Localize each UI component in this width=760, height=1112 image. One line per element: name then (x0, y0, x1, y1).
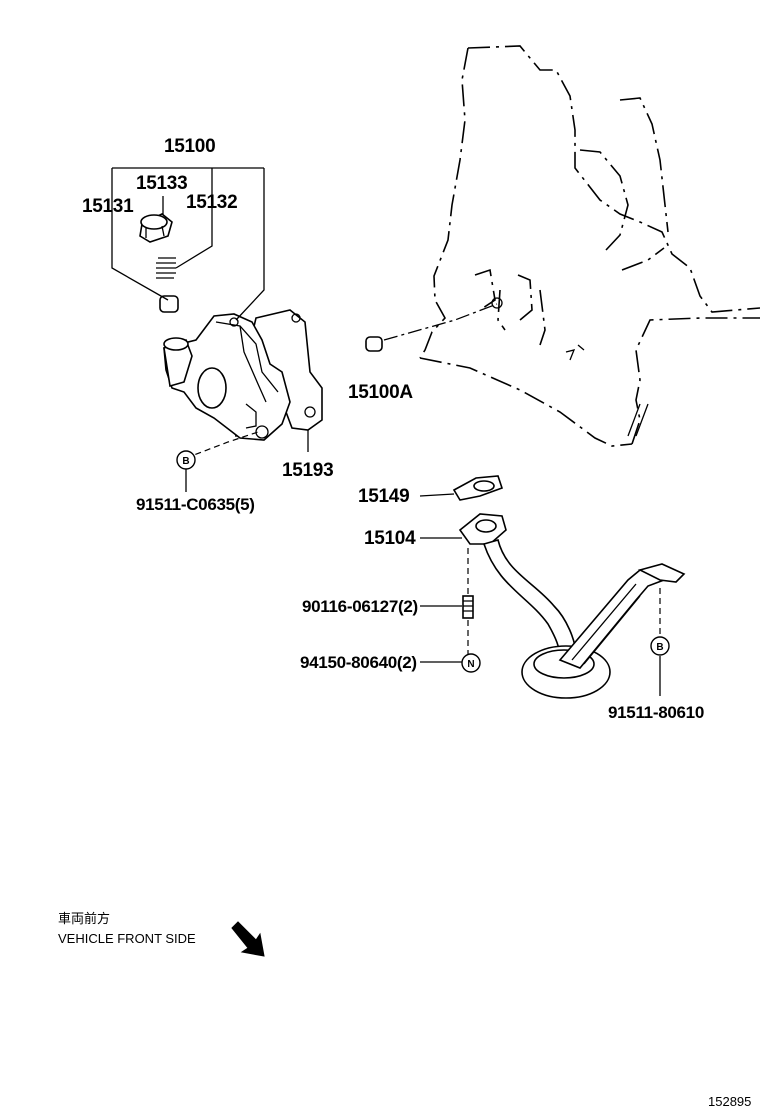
pump-group-leaders (111, 167, 309, 492)
callout-91511-80610: 91511-80610 (608, 703, 704, 722)
callout-15193: 15193 (282, 460, 333, 481)
svg-text:B: B (656, 642, 663, 653)
strainer-group (419, 475, 686, 699)
strainer-bolt-badge: B (650, 636, 670, 656)
svg-text:B: B (182, 456, 189, 467)
pump-bolt-badge: B (176, 450, 196, 470)
callout-15132: 15132 (186, 192, 237, 213)
nut-badge: N (461, 653, 481, 673)
svg-text:N: N (467, 659, 474, 670)
relief-valve-parts (139, 213, 179, 313)
pump-pin-15100a (365, 303, 498, 352)
callout-94150-80640: 94150-80640(2) (300, 653, 417, 672)
callout-91511-c0635: 91511-C0635(5) (136, 495, 255, 514)
callout-15133: 15133 (136, 173, 187, 194)
callout-15131: 15131 (82, 196, 134, 217)
callout-15100a: 15100A (348, 382, 413, 403)
direction-label-en: VEHICLE FRONT SIDE (58, 931, 196, 946)
engine-block-outline (419, 45, 760, 447)
figure-number: 152895 (708, 1094, 751, 1109)
direction-label-jp: 車両前方 (58, 911, 110, 926)
callout-15104: 15104 (364, 528, 416, 549)
callout-15100: 15100 (164, 136, 215, 157)
front-direction-arrow-icon (231, 921, 265, 957)
oil-pump-assembly (163, 309, 323, 441)
callout-15149: 15149 (358, 486, 409, 507)
callout-90116-06127: 90116-06127(2) (302, 597, 418, 616)
